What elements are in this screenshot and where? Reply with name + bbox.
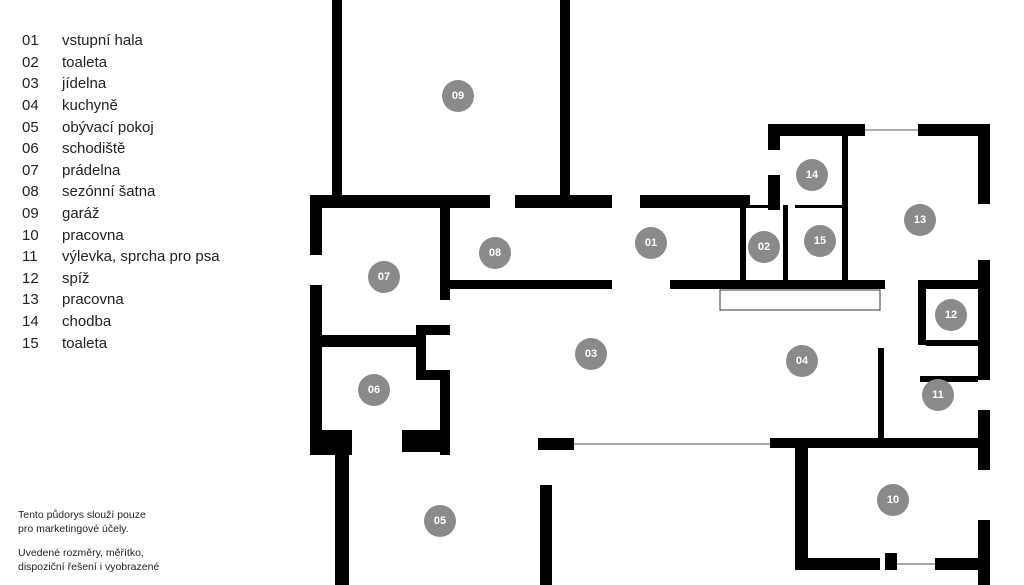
legend-item: 10 pracovna <box>22 224 220 246</box>
legend-item: 01 vstupní hala <box>22 30 220 52</box>
legend-item: 12 spíž <box>22 268 220 290</box>
room-marker-07[interactable]: 07 <box>368 261 400 293</box>
room-marker-06[interactable]: 06 <box>358 374 390 406</box>
legend-item: 08 sezónní šatna <box>22 181 220 203</box>
legend-number: 12 <box>22 269 39 287</box>
legend-label: obývací pokoj <box>62 118 154 136</box>
legend-number: 08 <box>22 183 39 201</box>
legend-number: 09 <box>22 205 39 223</box>
room-marker-15[interactable]: 15 <box>804 225 836 257</box>
legend-item: 05 obývací pokoj <box>22 116 220 138</box>
room-marker-09[interactable]: 09 <box>442 80 474 112</box>
legend-label: garáž <box>62 205 100 223</box>
note-line: Uvedené rozměry, měřítko, <box>18 547 144 559</box>
svg-text:14: 14 <box>806 169 819 181</box>
svg-text:01: 01 <box>645 237 657 249</box>
room-marker-14[interactable]: 14 <box>796 159 828 191</box>
svg-text:13: 13 <box>914 214 926 226</box>
legend-label: sezónní šatna <box>62 183 156 201</box>
legend-label: toaleta <box>62 53 108 71</box>
svg-text:12: 12 <box>945 309 957 321</box>
svg-text:08: 08 <box>489 247 501 259</box>
room-marker-05[interactable]: 05 <box>424 505 456 537</box>
legend-number: 03 <box>22 75 39 93</box>
legend-item: 13 pracovna <box>22 289 220 311</box>
room-marker-08[interactable]: 08 <box>479 237 511 269</box>
room-marker-03[interactable]: 03 <box>575 338 607 370</box>
legend-item: 02 toaleta <box>22 52 220 74</box>
room-marker-02[interactable]: 02 <box>748 231 780 263</box>
walls <box>310 0 990 585</box>
legend-item: 07 prádelna <box>22 160 220 182</box>
legend-item: 14 chodba <box>22 311 220 333</box>
legend-number: 06 <box>22 140 39 158</box>
svg-text:11: 11 <box>932 389 944 401</box>
svg-text:04: 04 <box>796 355 809 367</box>
legend-number: 13 <box>22 291 39 309</box>
legend-number: 14 <box>22 313 39 331</box>
svg-text:06: 06 <box>368 384 380 396</box>
room-marker-11[interactable]: 11 <box>922 379 954 411</box>
legend-item: 04 kuchyně <box>22 95 220 117</box>
svg-text:05: 05 <box>434 515 446 527</box>
legend-label: toaleta <box>62 334 108 352</box>
legend-item: 11 výlevka, sprcha pro psa <box>22 246 220 268</box>
note-line: dispoziční řešení i vyobrazené <box>18 561 160 573</box>
legend-label: pracovna <box>62 226 124 244</box>
room-marker-04[interactable]: 04 <box>786 345 818 377</box>
note-line: pro marketingové účely. <box>18 523 129 535</box>
legend-label: pracovna <box>62 291 124 309</box>
room-marker-10[interactable]: 10 <box>877 484 909 516</box>
legend-label: kuchyně <box>62 97 118 115</box>
legend-number: 02 <box>22 53 39 71</box>
disclaimer-note: Tento půdorys slouží pouze pro marketing… <box>18 508 159 574</box>
legend-label: chodba <box>62 313 112 331</box>
room-marker-12[interactable]: 12 <box>935 299 967 331</box>
legend-item: 03 jídelna <box>22 73 220 95</box>
legend-number: 05 <box>22 118 39 136</box>
legend-label: výlevka, sprcha pro psa <box>62 248 220 266</box>
legend-label: schodiště <box>62 140 126 158</box>
legend-number: 10 <box>22 226 39 244</box>
legend-item: 09 garáž <box>22 203 220 225</box>
room-marker-01[interactable]: 01 <box>635 227 667 259</box>
legend-label: prádelna <box>62 161 121 179</box>
room-markers: 09 14 13 01 02 15 08 07 12 03 04 06 11 1… <box>358 80 967 537</box>
svg-text:03: 03 <box>585 348 597 360</box>
legend-number: 11 <box>22 248 38 266</box>
room-marker-13[interactable]: 13 <box>904 204 936 236</box>
legend-number: 07 <box>22 161 39 179</box>
svg-text:02: 02 <box>758 241 770 253</box>
svg-text:15: 15 <box>814 235 826 247</box>
legend-number: 01 <box>22 32 39 50</box>
legend-item: 15 toaleta <box>22 332 220 354</box>
note-line: Tento půdorys slouží pouze <box>18 509 146 521</box>
legend-number: 15 <box>22 334 39 352</box>
svg-text:07: 07 <box>378 271 390 283</box>
svg-text:09: 09 <box>452 90 464 102</box>
room-legend: 01 vstupní hala 02 toaleta 03 jídelna 04 kuc… <box>22 30 220 354</box>
legend-number: 04 <box>22 97 39 115</box>
legend-label: jídelna <box>62 75 107 93</box>
legend-label: vstupní hala <box>62 32 143 50</box>
legend-label: spíž <box>62 269 90 287</box>
legend-item: 06 schodiště <box>22 138 220 160</box>
svg-text:10: 10 <box>887 494 899 506</box>
